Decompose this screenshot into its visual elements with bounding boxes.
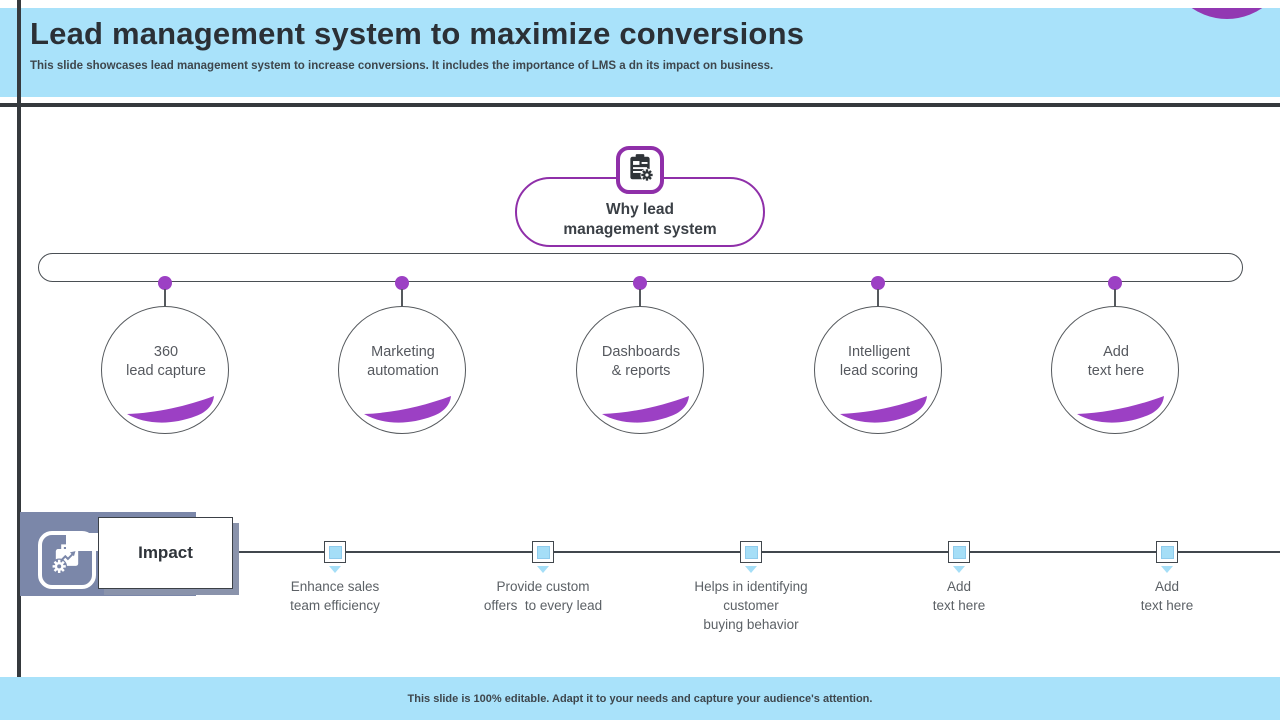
left-accent-line <box>17 0 21 720</box>
impact-label-line: Enhance sales <box>290 579 380 594</box>
footer-note: This slide is 100% editable. Adapt it to… <box>407 692 873 705</box>
impact-label-line: Add <box>1154 579 1180 594</box>
feature-circle: Intelligent lead scoring <box>814 306 942 434</box>
header-band <box>0 8 1280 97</box>
connector-line <box>401 289 403 307</box>
impact-label-line: Helps in identifying <box>694 579 808 594</box>
feature-circle: Add text here <box>1051 306 1179 434</box>
impact-label-box[interactable]: Impact <box>98 517 233 589</box>
impact-label-line: text here <box>932 598 986 613</box>
down-arrow-icon <box>537 566 549 573</box>
slide-subtitle: This slide showcases lead management sys… <box>30 60 774 72</box>
feature-label-line: lead capture <box>126 363 206 379</box>
timeline-dot <box>633 276 647 290</box>
feature-label-line: Dashboards <box>601 344 681 360</box>
swoosh-shape <box>602 396 689 423</box>
clipboard-gear-icon <box>625 153 655 188</box>
impact-label-line: Provide custom <box>496 579 590 594</box>
swoosh-shape <box>840 396 927 423</box>
impact-label-line: text here <box>1140 598 1194 613</box>
connector-line <box>639 289 641 307</box>
down-arrow-icon <box>745 566 757 573</box>
square-marker <box>740 541 762 563</box>
header-divider-line <box>0 103 1280 107</box>
feature-add-text-placeholder[interactable]: Add text here <box>1051 276 1179 438</box>
feature-360-lead-capture[interactable]: 360 lead capture <box>101 276 229 438</box>
why-badge-line1: Why lead <box>605 201 675 218</box>
feature-circle: Dashboards & reports <box>576 306 704 434</box>
marker-fill <box>744 545 758 559</box>
down-arrow-icon <box>953 566 965 573</box>
square-marker <box>948 541 970 563</box>
impact-connector-notch <box>66 533 102 551</box>
feature-intelligent-lead-scoring[interactable]: Intelligent lead scoring <box>814 276 942 438</box>
connector-line <box>877 289 879 307</box>
connector-line <box>1114 289 1116 307</box>
feature-marketing-automation[interactable]: Marketing automation <box>338 276 466 438</box>
impact-label-line: customer <box>723 598 779 613</box>
timeline-dot <box>1108 276 1122 290</box>
marker-fill <box>952 545 966 559</box>
why-badge-line2: management system <box>563 221 717 238</box>
marker-fill <box>328 545 342 559</box>
footer-band: This slide is 100% editable. Adapt it to… <box>0 677 1280 720</box>
impact-label: Impact <box>138 543 193 562</box>
slide-title: Lead management system to maximize conve… <box>30 16 805 51</box>
feature-label-line: text here <box>1087 363 1145 379</box>
down-arrow-icon <box>1161 566 1173 573</box>
connector-line <box>164 289 166 307</box>
square-marker <box>1156 541 1178 563</box>
swoosh-shape <box>127 396 214 423</box>
feature-circle: 360 lead capture <box>101 306 229 434</box>
square-marker <box>532 541 554 563</box>
feature-label-line: Add <box>1103 344 1129 360</box>
impact-label-line: team efficiency <box>290 598 380 613</box>
square-marker <box>324 541 346 563</box>
corner-ring-decoration <box>1165 8 1280 19</box>
timeline-dot <box>158 276 172 290</box>
impact-label-line: offers to every lead <box>483 598 603 613</box>
impact-label-line: Add <box>946 579 972 594</box>
feature-label-line: automation <box>367 363 439 379</box>
feature-label-line: 360 <box>153 344 179 360</box>
why-badge-icon-box <box>616 146 664 194</box>
impact-label-line: buying behavior <box>703 617 799 632</box>
feature-label-line: lead scoring <box>839 363 919 379</box>
timeline-dot <box>395 276 409 290</box>
swoosh-shape <box>1077 396 1164 423</box>
timeline-dot <box>871 276 885 290</box>
feature-circle: Marketing automation <box>338 306 466 434</box>
feature-label-line: Marketing <box>371 344 435 360</box>
down-arrow-icon <box>329 566 341 573</box>
marker-fill <box>536 545 550 559</box>
feature-dashboards-reports[interactable]: Dashboards & reports <box>576 276 704 438</box>
swoosh-shape <box>364 396 451 423</box>
feature-label-line: & reports <box>611 363 671 379</box>
feature-label-line: Intelligent <box>847 344 911 360</box>
marker-fill <box>1160 545 1174 559</box>
